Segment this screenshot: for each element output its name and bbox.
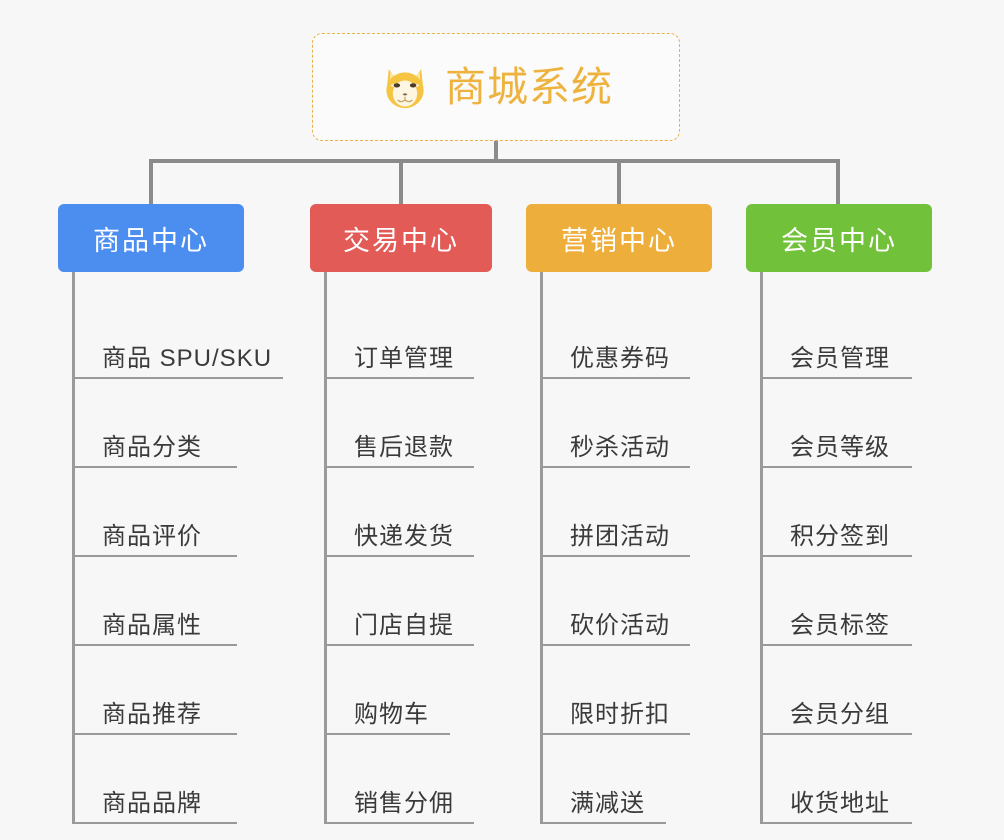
leaf-item[interactable]: 商品分类 (58, 379, 244, 468)
leaf-label: 商品品牌 (102, 790, 202, 817)
leaf-list-3: 会员管理 会员等级 积分签到 会员标签 会员分组 收货地址 (746, 272, 932, 824)
leaf-label: 限时折扣 (570, 701, 670, 728)
leaf-trunk-1 (324, 272, 327, 824)
leaf-trunk-0 (72, 272, 75, 824)
category-header-0[interactable]: 商品中心 (58, 204, 244, 272)
leaf-item[interactable]: 限时折扣 (526, 646, 712, 735)
root-node[interactable]: 商城系统 (312, 33, 680, 141)
leaf-item[interactable]: 秒杀活动 (526, 379, 712, 468)
leaf-label: 会员管理 (790, 345, 890, 372)
leaf-underline (540, 466, 690, 468)
leaf-label: 砍价活动 (570, 612, 670, 639)
leaf-underline (540, 733, 690, 735)
leaf-underline (72, 555, 237, 557)
category-header-1[interactable]: 交易中心 (310, 204, 492, 272)
leaf-label: 商品 SPU/SKU (102, 345, 273, 372)
leaf-item[interactable]: 售后退款 (310, 379, 492, 468)
leaf-item[interactable]: 优惠券码 (526, 290, 712, 379)
leaf-underline (760, 644, 912, 646)
leaf-label: 销售分佣 (354, 790, 454, 817)
leaf-underline (72, 377, 283, 379)
category-column-商品中心: 商品中心 商品 SPU/SKU 商品分类 商品评价 商品属性 商品推荐 商品品牌 (58, 204, 283, 824)
leaf-item[interactable]: 商品 SPU/SKU (58, 290, 283, 379)
leaf-underline (72, 466, 237, 468)
leaf-list-1: 订单管理 售后退款 快递发货 门店自提 购物车 销售分佣 (310, 272, 492, 824)
leaf-underline (760, 822, 912, 824)
leaf-underline (540, 822, 666, 824)
leaf-underline (324, 466, 474, 468)
leaf-list-2: 优惠券码 秒杀活动 拼团活动 砍价活动 限时折扣 满减送 (526, 272, 712, 824)
leaf-underline (760, 377, 912, 379)
leaf-item[interactable]: 商品属性 (58, 557, 244, 646)
leaf-item[interactable]: 拼团活动 (526, 468, 712, 557)
leaf-trunk-3 (760, 272, 763, 824)
leaf-item[interactable]: 积分签到 (746, 468, 932, 557)
leaf-label: 收货地址 (790, 790, 890, 817)
leaf-underline (324, 377, 474, 379)
leaf-label: 会员标签 (790, 612, 890, 639)
category-header-3[interactable]: 会员中心 (746, 204, 932, 272)
shiba-dog-emoji (386, 69, 424, 109)
category-column-会员中心: 会员中心 会员管理 会员等级 积分签到 会员标签 会员分组 收货地址 (746, 204, 932, 824)
leaf-label: 快递发货 (354, 523, 454, 550)
leaf-label: 购物车 (354, 701, 429, 728)
leaf-item[interactable]: 购物车 (310, 646, 492, 735)
leaf-underline (324, 644, 474, 646)
leaf-label: 订单管理 (354, 345, 454, 372)
connector-drop-4 (836, 159, 840, 206)
category-column-营销中心: 营销中心 优惠券码 秒杀活动 拼团活动 砍价活动 限时折扣 满减送 (526, 204, 712, 824)
leaf-underline (324, 822, 474, 824)
leaf-underline (72, 733, 237, 735)
category-header-2[interactable]: 营销中心 (526, 204, 712, 272)
connector-drop-2 (399, 159, 403, 206)
leaf-underline (760, 733, 912, 735)
leaf-item[interactable]: 商品评价 (58, 468, 244, 557)
leaf-item[interactable]: 订单管理 (310, 290, 492, 379)
connector-drop-1 (149, 159, 153, 206)
leaf-item[interactable]: 商品品牌 (58, 735, 244, 824)
category-column-交易中心: 交易中心 订单管理 售后退款 快递发货 门店自提 购物车 销售分佣 (310, 204, 492, 824)
leaf-label: 门店自提 (354, 612, 454, 639)
leaf-label: 秒杀活动 (570, 434, 670, 461)
leaf-underline (760, 555, 912, 557)
leaf-label: 优惠券码 (570, 345, 670, 372)
leaf-label: 满减送 (570, 790, 645, 817)
leaf-list-0: 商品 SPU/SKU 商品分类 商品评价 商品属性 商品推荐 商品品牌 (58, 272, 283, 824)
leaf-label: 商品推荐 (102, 701, 202, 728)
leaf-item[interactable]: 砍价活动 (526, 557, 712, 646)
leaf-item[interactable]: 会员标签 (746, 557, 932, 646)
leaf-item[interactable]: 收货地址 (746, 735, 932, 824)
leaf-label: 售后退款 (354, 434, 454, 461)
leaf-underline (540, 555, 690, 557)
leaf-underline (72, 644, 237, 646)
leaf-label: 商品属性 (102, 612, 202, 639)
leaf-item[interactable]: 快递发货 (310, 468, 492, 557)
leaf-label: 商品评价 (102, 523, 202, 550)
connector-bus (149, 159, 840, 163)
leaf-underline (72, 822, 237, 824)
leaf-item[interactable]: 门店自提 (310, 557, 492, 646)
leaf-label: 会员等级 (790, 434, 890, 461)
leaf-label: 积分签到 (790, 523, 890, 550)
root-title: 商城系统 (445, 63, 613, 110)
leaf-label: 商品分类 (102, 434, 202, 461)
leaf-underline (540, 377, 690, 379)
leaf-underline (324, 733, 450, 735)
leaf-underline (760, 466, 912, 468)
leaf-item[interactable]: 会员管理 (746, 290, 932, 379)
connector-drop-3 (617, 159, 621, 206)
leaf-item[interactable]: 满减送 (526, 735, 712, 824)
connector-root-stem (494, 141, 498, 162)
leaf-label: 会员分组 (790, 701, 890, 728)
leaf-item[interactable]: 会员等级 (746, 379, 932, 468)
leaf-label: 拼团活动 (570, 523, 670, 550)
leaf-underline (324, 555, 474, 557)
leaf-underline (540, 644, 690, 646)
leaf-trunk-2 (540, 272, 543, 824)
leaf-item[interactable]: 会员分组 (746, 646, 932, 735)
leaf-item[interactable]: 商品推荐 (58, 646, 244, 735)
leaf-item[interactable]: 销售分佣 (310, 735, 492, 824)
